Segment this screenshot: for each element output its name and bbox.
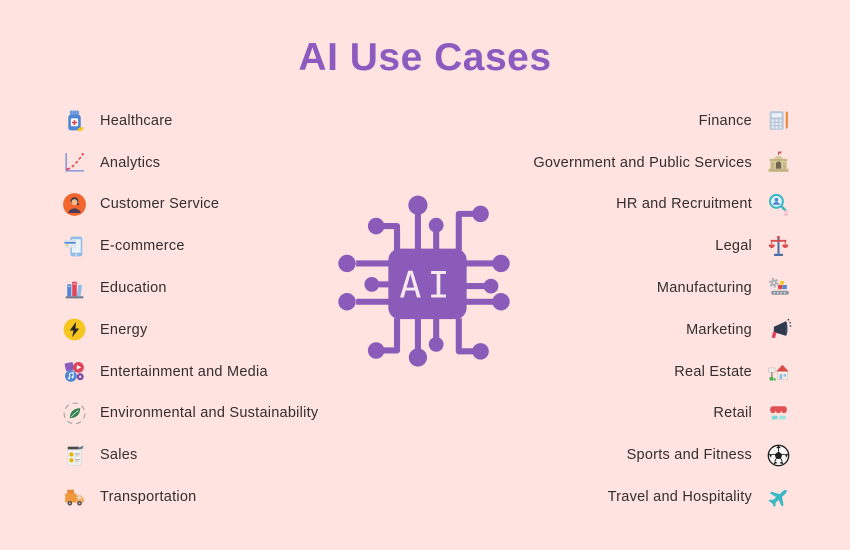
use-case-row-transportation: Transportation [60,476,318,518]
use-case-row-healthcare: Healthcare [60,100,318,142]
hr-recruitment-icon [764,190,792,218]
healthcare-icon [60,107,88,135]
use-case-label: Sales [100,447,138,464]
use-case-label: Customer Service [100,196,220,213]
energy-icon [60,316,88,344]
entertainment-media-icon [60,358,88,386]
ai-chip-label: AI [399,263,455,306]
legal-icon [764,232,792,260]
use-case-label: Legal [715,238,752,255]
right-column: Finance Government and Public Services [533,100,792,518]
government-icon [764,149,792,177]
use-case-row-retail: Retail [713,393,792,435]
e-commerce-icon [60,232,88,260]
real-estate-icon [764,358,792,386]
use-case-label: Manufacturing [656,280,752,297]
finance-icon [764,107,792,135]
use-case-row-hr-recruitment: HR and Recruitment [616,184,792,226]
use-case-row-finance: Finance [699,100,792,142]
use-case-label: Healthcare [100,112,173,129]
use-case-row-analytics: Analytics [60,142,318,184]
use-case-label: Finance [698,112,752,129]
use-case-label: Sports and Fitness [626,447,752,464]
use-case-row-e-commerce: E-commerce [60,225,318,267]
use-case-label: Real Estate [674,363,752,380]
analytics-icon [60,149,88,177]
travel-hospitality-icon [764,483,792,511]
left-column: Healthcare Analytics [60,100,318,518]
use-case-row-energy: Energy [60,309,318,351]
use-case-row-customer-service: Customer Service [60,184,318,226]
retail-icon [764,399,792,427]
education-icon [60,274,88,302]
use-case-row-entertainment-media: Entertainment and Media [60,351,318,393]
use-case-label: Marketing [686,321,752,338]
use-case-row-government: Government and Public Services [533,142,792,184]
use-case-label: HR and Recruitment [616,196,752,213]
use-case-row-manufacturing: Manufacturing [657,267,792,309]
marketing-icon [764,316,792,344]
use-case-label: Education [100,280,167,297]
environmental-icon [60,399,88,427]
page-title: AI Use Cases [298,36,552,79]
use-case-row-environmental: Environmental and Sustainability [60,393,318,435]
use-case-row-sports-fitness: Sports and Fitness [627,434,792,476]
sales-icon [60,441,88,469]
use-case-row-travel-hospitality: Travel and Hospitality [608,476,792,518]
use-case-row-education: Education [60,267,318,309]
use-case-row-real-estate: Real Estate [674,351,792,393]
use-case-label: Analytics [100,154,161,171]
customer-service-icon [60,190,88,218]
use-case-label: Environmental and Sustainability [100,405,319,422]
use-case-label: Travel and Hospitality [607,489,752,506]
use-case-label: Retail [713,405,752,422]
use-case-row-sales: Sales [60,434,318,476]
manufacturing-icon [764,274,792,302]
use-case-row-marketing: Marketing [686,309,792,351]
use-case-label: Transportation [100,489,197,506]
use-case-row-legal: Legal [715,225,792,267]
use-case-label: Entertainment and Media [100,363,268,380]
sports-fitness-icon [764,441,792,469]
use-case-label: Government and Public Services [533,154,752,171]
use-case-label: Energy [100,321,148,338]
ai-chip-icon: AI [337,193,511,367]
transportation-icon [60,483,88,511]
use-case-label: E-commerce [100,238,185,255]
